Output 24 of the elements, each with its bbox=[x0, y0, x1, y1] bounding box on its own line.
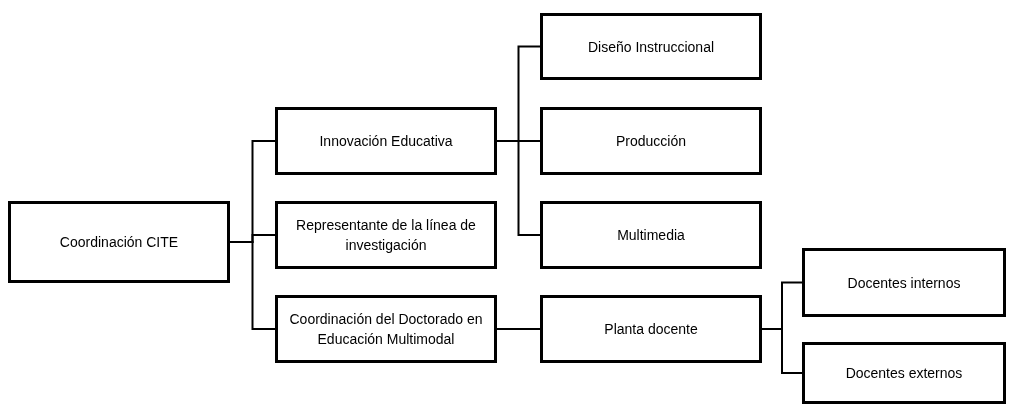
org-box bbox=[540, 201, 762, 269]
org-box bbox=[540, 107, 762, 175]
org-box bbox=[275, 295, 497, 363]
box-label: Coordinación del Doctorado en Educación Multimodal bbox=[288, 310, 484, 349]
org-box bbox=[802, 342, 1006, 404]
org-box bbox=[540, 295, 762, 363]
box-label: Producción bbox=[615, 132, 686, 151]
connector-line bbox=[761, 328, 803, 374]
org-box bbox=[540, 13, 762, 80]
box-label: Coordinación CITE bbox=[59, 233, 179, 252]
org-box bbox=[275, 201, 497, 269]
org-box bbox=[802, 248, 1006, 317]
org-box bbox=[8, 201, 230, 283]
box-label: Representante de la línea de investigación bbox=[295, 216, 477, 255]
box-label: Planta docente bbox=[604, 320, 698, 339]
box-label: Multimedia bbox=[617, 226, 685, 245]
org-box bbox=[275, 107, 497, 175]
box-label: Diseño Instruccional bbox=[587, 37, 715, 57]
connector-line bbox=[496, 328, 541, 330]
box-label: Docentes externos bbox=[845, 364, 963, 383]
box-label: Innovación Educativa bbox=[319, 132, 453, 151]
connector-line bbox=[229, 241, 276, 330]
connector-line bbox=[496, 140, 541, 236]
box-label: Docentes internos bbox=[847, 273, 961, 293]
